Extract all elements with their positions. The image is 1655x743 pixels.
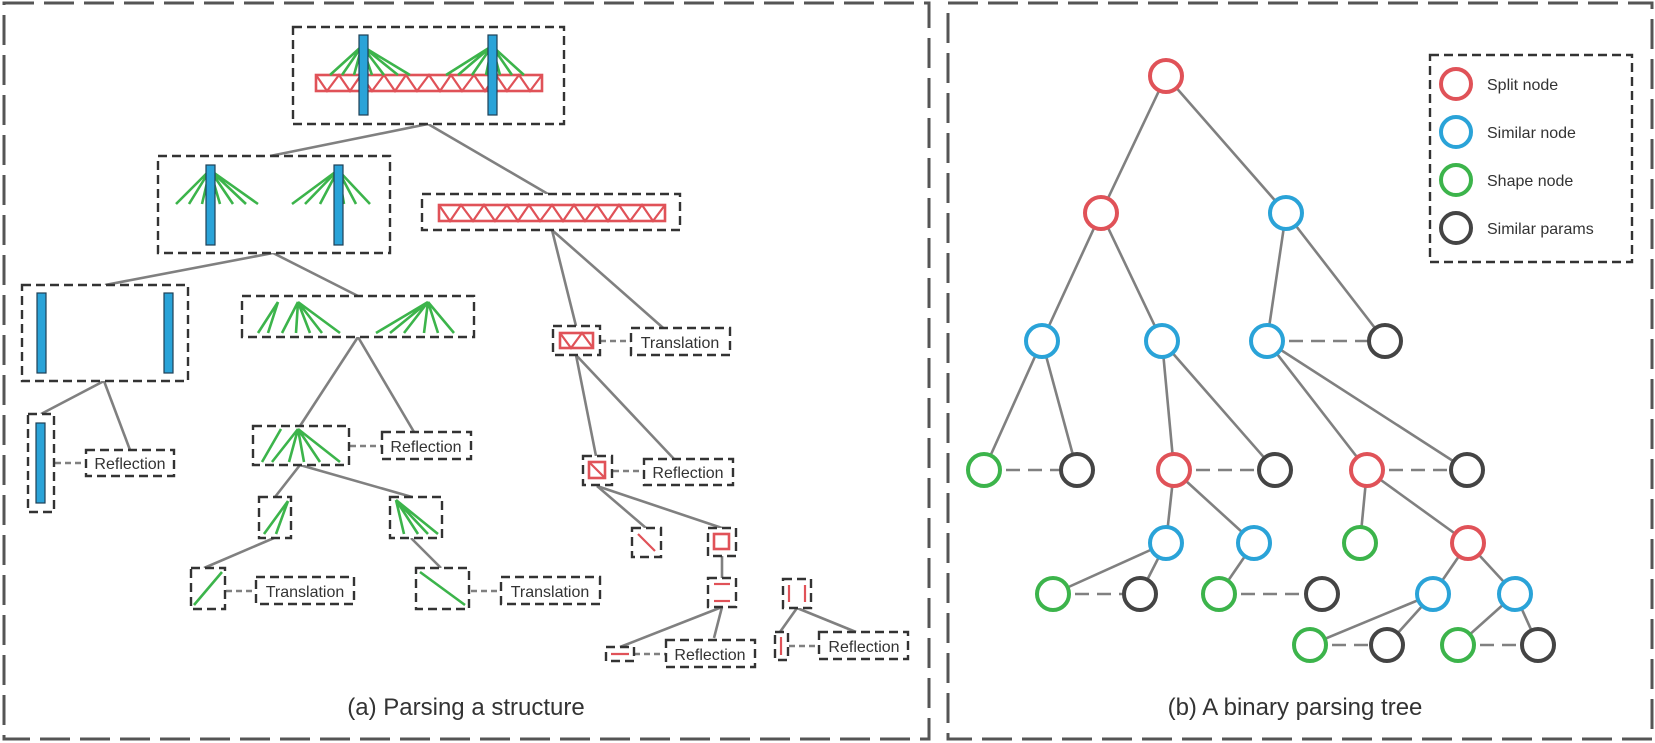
shape-node [1440, 627, 1476, 663]
shape-node [1035, 576, 1071, 612]
similar-node [1236, 525, 1272, 561]
diagonal-box [630, 526, 663, 559]
deck-box [420, 192, 682, 232]
legend-shape-label: Shape node [1487, 173, 1573, 190]
vertical-bars-box [781, 577, 813, 610]
params-node [1122, 576, 1158, 612]
similar-node [1148, 525, 1184, 561]
pylon-left-root [358, 34, 369, 116]
legend-split-swatch [1439, 67, 1473, 101]
shape-node [1342, 525, 1378, 561]
shape-node [966, 452, 1002, 488]
split-node [1148, 58, 1184, 94]
reflection-label: Reflection [652, 465, 723, 482]
op-reflection-2: Reflection [380, 430, 473, 461]
split-node [1349, 452, 1385, 488]
similar-node [1497, 576, 1533, 612]
pylon-right-root [487, 34, 498, 116]
translation-label: Translation [641, 335, 720, 352]
op-translation-3: Translation [629, 326, 732, 357]
panel-a: Reflection Reflection Translation Transl… [20, 25, 910, 721]
params-node [1449, 452, 1485, 488]
panel-a-op-connectors [55, 339, 819, 656]
truss-unit-box [551, 324, 602, 357]
op-reflection-5: Reflection [817, 630, 910, 661]
legend-item-similar: Similar node [1439, 115, 1576, 149]
params-node [1369, 627, 1405, 663]
horizontal-bars-box [706, 576, 738, 609]
panel-b: Split node Similar node Shape node Simil… [966, 53, 1634, 721]
panel-a-caption: (a) Parsing a structure [347, 694, 584, 721]
op-translation-2: Translation [499, 575, 602, 606]
legend-item-shape: Shape node [1439, 163, 1573, 197]
op-reflection-1: Reflection [84, 448, 176, 478]
legend-similar-swatch [1439, 115, 1473, 149]
vertical-bar-box [773, 630, 790, 662]
horizontal-bar-box [604, 645, 636, 663]
cable-pair-box [257, 495, 293, 540]
legend-shape-swatch [1439, 163, 1473, 197]
op-reflection-4: Reflection [664, 638, 757, 669]
pylon-left [205, 164, 216, 246]
translation-label: Translation [266, 584, 345, 601]
legend-similar-label: Similar node [1487, 125, 1576, 142]
square-box [706, 526, 738, 558]
reflection-label: Reflection [390, 439, 461, 456]
legend-params-swatch [1439, 211, 1473, 245]
truss-deck-root [314, 73, 544, 93]
panel-b-caption: (b) A binary parsing tree [1168, 694, 1423, 721]
reflection-label: Reflection [94, 456, 165, 473]
bridge-root-box [291, 25, 566, 126]
single-cable-box-1 [189, 566, 227, 611]
op-translation-1: Translation [254, 575, 356, 606]
legend-params-label: Similar params [1487, 221, 1594, 238]
params-node [1304, 576, 1340, 612]
op-reflection-3: Reflection [642, 457, 735, 487]
two-pylons-box [20, 283, 190, 383]
panel-a-edges [40, 122, 857, 649]
reflection-label: Reflection [674, 647, 745, 664]
shape-node [1292, 627, 1328, 663]
similar-node [1415, 576, 1451, 612]
split-node [1083, 195, 1119, 231]
similar-node [1144, 323, 1180, 359]
similar-node [1268, 195, 1304, 231]
single-cable-box-2 [414, 566, 471, 611]
pylons-cables-box [156, 154, 392, 255]
legend: Split node Similar node Shape node Simil… [1428, 53, 1634, 264]
similar-node [1024, 323, 1060, 359]
translation-label: Translation [511, 584, 590, 601]
shape-node [1201, 576, 1237, 612]
cable-fan-box [251, 424, 351, 467]
reflection-label: Reflection [828, 639, 899, 656]
pylon-right [333, 164, 344, 246]
legend-item-split: Split node [1439, 67, 1558, 101]
tree-nodes [966, 58, 1556, 663]
cable-fans-box [240, 294, 476, 339]
legend-item-params: Similar params [1439, 211, 1594, 245]
params-node [1059, 452, 1095, 488]
params-node [1367, 323, 1403, 359]
truss-cell-box [581, 454, 614, 487]
params-node [1520, 627, 1556, 663]
panel-a-frame [2, 1, 931, 741]
params-node [1257, 452, 1293, 488]
cable-quad-box [388, 495, 444, 540]
similar-node [1249, 323, 1285, 359]
legend-split-label: Split node [1487, 77, 1558, 94]
split-node [1450, 525, 1486, 561]
single-pylon-box [26, 412, 56, 514]
split-node [1156, 452, 1192, 488]
